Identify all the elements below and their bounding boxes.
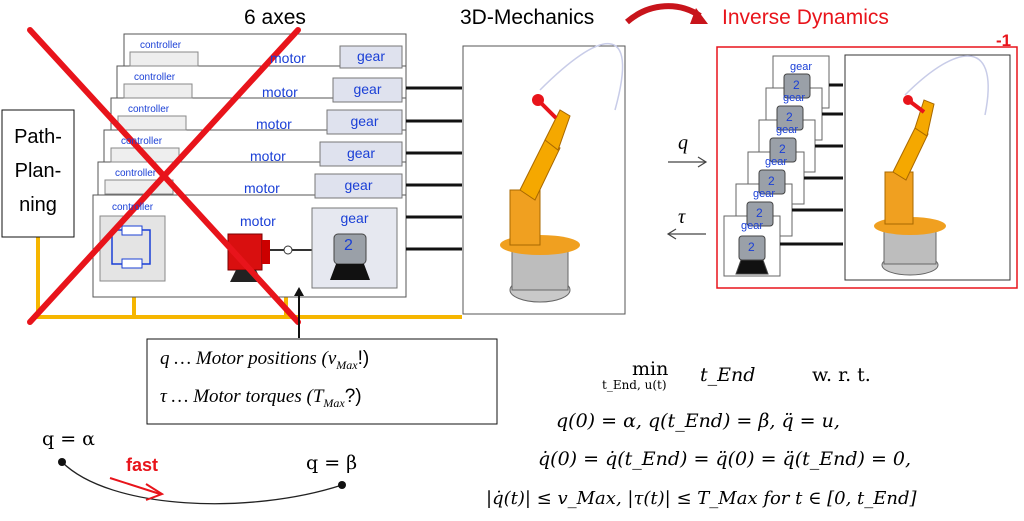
controller-label: controller [134, 72, 176, 83]
controller-block [99, 215, 166, 282]
gear-label: gear [350, 113, 379, 129]
legend-positions-text: q … Motor positions (v [160, 348, 337, 369]
robot-arm-left [500, 43, 624, 303]
gear-label: gear [356, 48, 386, 64]
motor-label: motor [250, 148, 286, 164]
legend-line-positions: q … Motor positions (vMax!) [160, 348, 369, 373]
gear-label: gear [353, 81, 382, 97]
opt-min: min [632, 358, 669, 380]
gear-block [311, 207, 398, 289]
inverse-dynamics-title: Inverse Dynamics [722, 6, 889, 29]
inverse-gear-ratio: 2 [756, 206, 763, 220]
opt-objective: t_End [700, 364, 756, 386]
axis-to-mechanics-lines [406, 86, 462, 251]
inverse-gear-label: gear [776, 124, 799, 136]
motor-label: motor [256, 116, 292, 132]
legend-torques-end: ?) [344, 386, 362, 407]
opt-constraint-1: q(0) = α, q(t_End) = β, q̈ = u, [556, 410, 840, 432]
controller-label: controller [115, 168, 157, 179]
motor-label: motor [270, 50, 306, 66]
inverse-gear-ratio: 2 [779, 142, 786, 156]
path-planning-line-3: ning [19, 194, 57, 216]
q-signal-label: q [678, 132, 688, 154]
trajectory-start-label: q = α [42, 428, 95, 450]
trajectory-curve [58, 458, 346, 505]
inverse-gear-label: gear [790, 61, 813, 73]
path-planning-line-1: Path- [14, 126, 62, 148]
path-planning-label: Path- Plan- ning [2, 120, 74, 222]
controller-label: controller [121, 136, 163, 147]
inverse-gear-ratio: 2 [768, 174, 775, 188]
motor-label: motor [262, 84, 298, 100]
robot-arm-right [874, 55, 989, 276]
inverse-gear-ratio: 2 [793, 78, 800, 92]
curved-arrow [625, 3, 708, 25]
trajectory-end-label: q = β [306, 452, 358, 474]
tau-signal-label: τ [678, 206, 686, 228]
tau-arrow [666, 228, 706, 240]
gear-label: gear [346, 145, 376, 161]
legend-line-torques: τ … Motor torques (TMax?) [160, 386, 362, 411]
back-controllers [104, 51, 199, 195]
back-gears [314, 45, 403, 199]
fast-label: fast [126, 455, 159, 475]
motor-label: motor [244, 180, 280, 196]
legend-box [146, 338, 498, 425]
path-planning-line-2: Plan- [14, 160, 62, 182]
inverse-exponent: -1 [996, 31, 1012, 50]
inverse-gear-label: gear [765, 156, 788, 168]
motor-label: motor [240, 213, 276, 229]
opt-constraint-2: q̇(0) = q̇(t_End) = q̈(0) = q̈(t_End) = … [538, 448, 912, 470]
controller-label: controller [112, 202, 154, 213]
controller-label: controller [128, 104, 170, 115]
opt-min-subscript: t_End, u(t) [602, 378, 667, 392]
crossed-out-x [27, 27, 301, 325]
legend-positions-end: !) [357, 348, 370, 369]
gear-label: gear [344, 177, 373, 193]
inverse-gear-label: gear [741, 220, 764, 232]
inverse-lines [780, 83, 843, 246]
gear-ratio: 2 [344, 237, 353, 254]
controller-label: controller [140, 40, 182, 51]
inverse-gear-bodies [735, 73, 811, 275]
opt-wrt: w. r. t. [812, 364, 871, 386]
legend-torques-sub: Max [323, 395, 345, 410]
legend-torques-text: τ … Motor torques (T [160, 386, 324, 407]
q-arrow [668, 156, 708, 168]
inverse-gear-ratio: 2 [786, 110, 793, 124]
inverse-gear-ratio: 2 [748, 240, 755, 254]
gear-label: gear [340, 210, 369, 226]
mechanics-title: 3D-Mechanics [460, 6, 595, 29]
axes-title: 6 axes [244, 6, 306, 29]
inverse-gear-label: gear [783, 92, 806, 104]
inverse-gear-label: gear [753, 188, 776, 200]
opt-constraint-3: |q̇(t)| ≤ v_Max, |τ(t)| ≤ T_Max for t ∈ … [486, 488, 917, 509]
legend-positions-sub: Max [336, 357, 358, 372]
path-planning-box [1, 109, 75, 238]
